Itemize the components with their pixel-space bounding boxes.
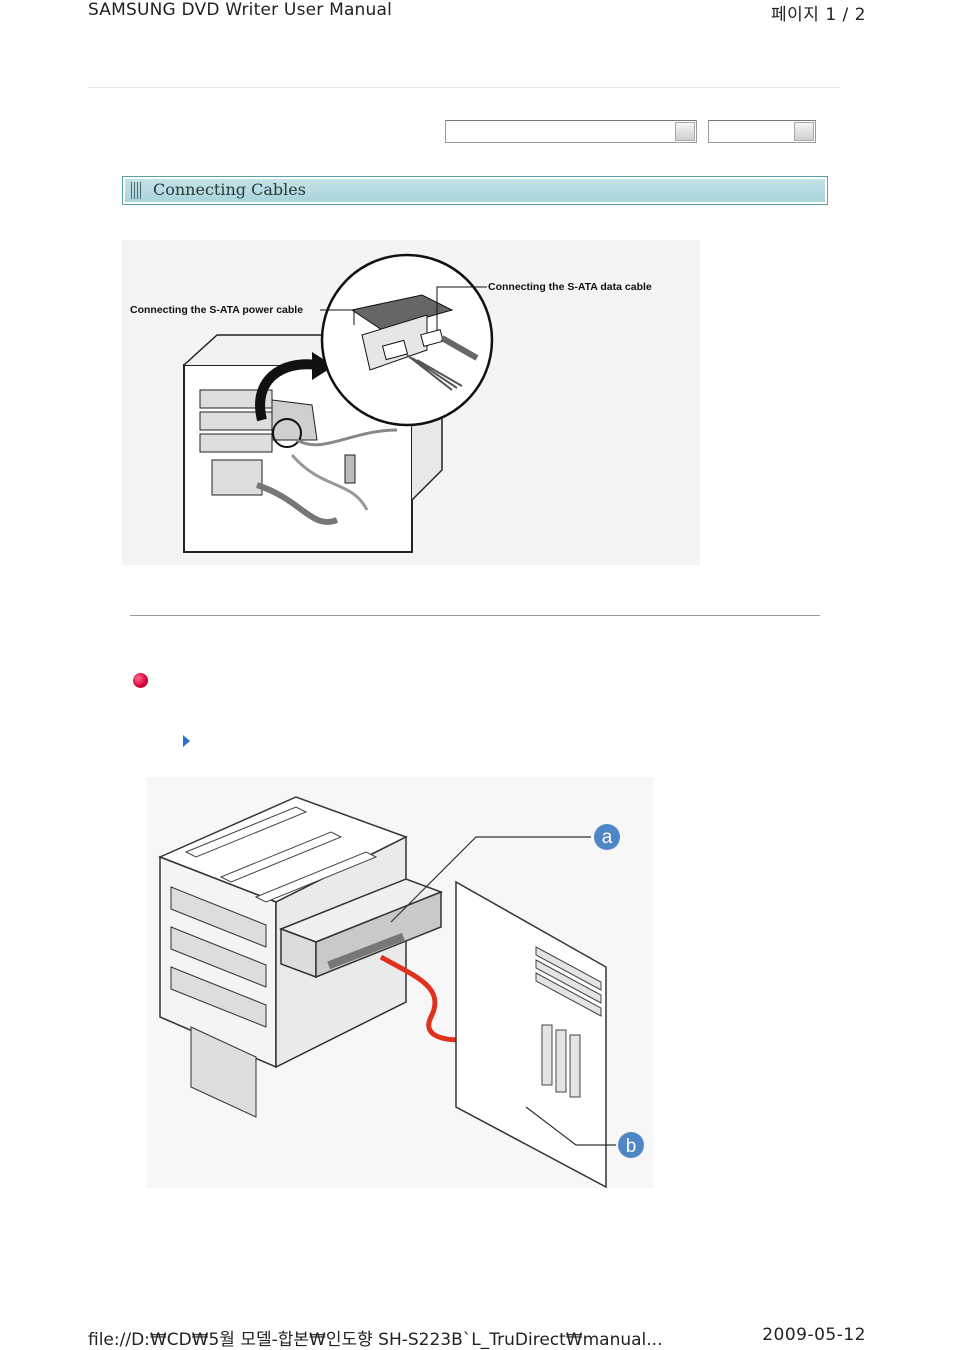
file-path: file://D:₩CD₩5월 모델-합본₩인도향 SH-S223B`L_Tru…: [88, 1330, 663, 1350]
svg-text:a: a: [602, 827, 613, 848]
data-cable-label: Connecting the S-ATA data cable: [488, 281, 652, 293]
power-cable-label: Connecting the S-ATA power cable: [130, 304, 303, 316]
banner-bars-icon: [131, 182, 143, 199]
drive-bay-drawing: a b: [158, 796, 644, 1188]
blue-arrow-icon: [183, 735, 190, 747]
red-bullet-icon: [133, 673, 148, 688]
header-divider: [88, 87, 840, 88]
section-banner: Connecting Cables: [122, 176, 828, 205]
page-indicator: 페이지 1 / 2: [771, 5, 866, 25]
callout-a: a: [594, 824, 620, 850]
callout-b: b: [618, 1132, 644, 1158]
print-date: 2009-05-12: [762, 1325, 866, 1345]
svg-text:b: b: [626, 1136, 637, 1157]
chevron-down-icon[interactable]: [675, 122, 695, 141]
topic-select[interactable]: [445, 120, 697, 143]
chevron-down-icon[interactable]: [794, 122, 814, 141]
section-title: Connecting Cables: [153, 180, 306, 199]
language-select[interactable]: [708, 120, 816, 143]
sata-drive-illustration: a b: [146, 777, 654, 1188]
document-title: SAMSUNG DVD Writer User Manual: [88, 0, 393, 20]
cable-connection-illustration: Connecting the S-ATA data cable Connecti…: [122, 240, 700, 565]
pc-case-drawing: Connecting the S-ATA data cable Connecti…: [130, 253, 652, 553]
section-divider: [130, 615, 820, 616]
